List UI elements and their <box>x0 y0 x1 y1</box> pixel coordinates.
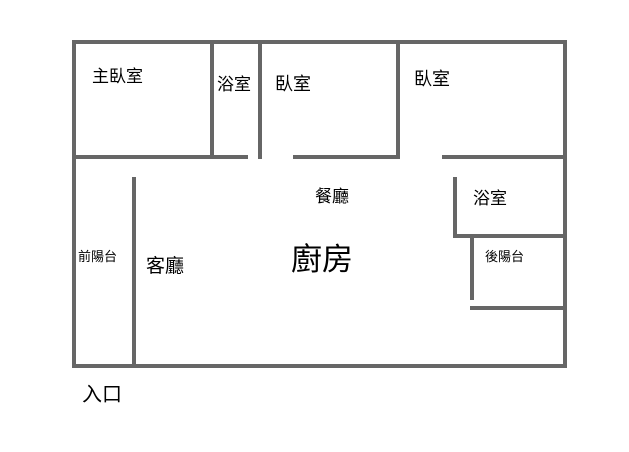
label-living-room: 客廳 <box>146 255 184 277</box>
label-rear-balcony: 後陽台 <box>485 250 524 265</box>
label-entrance: 入口 <box>82 382 122 406</box>
walls <box>72 40 567 368</box>
label-dining: 餐廳 <box>315 187 349 207</box>
label-bedroom-1: 臥室 <box>275 74 311 95</box>
label-bath-top: 浴室 <box>217 75 251 95</box>
label-master-bedroom: 主臥室 <box>92 67 143 87</box>
label-bath-right: 浴室 <box>473 189 507 209</box>
label-kitchen: 廚房 <box>291 242 353 278</box>
room-labels: 主臥室 浴室 臥室 臥室 餐廳 浴室 前陽台 客廳 廚房 後陽台 入口 <box>78 67 524 406</box>
label-front-balcony: 前陽台 <box>78 249 117 265</box>
label-bedroom-2: 臥室 <box>414 69 450 90</box>
